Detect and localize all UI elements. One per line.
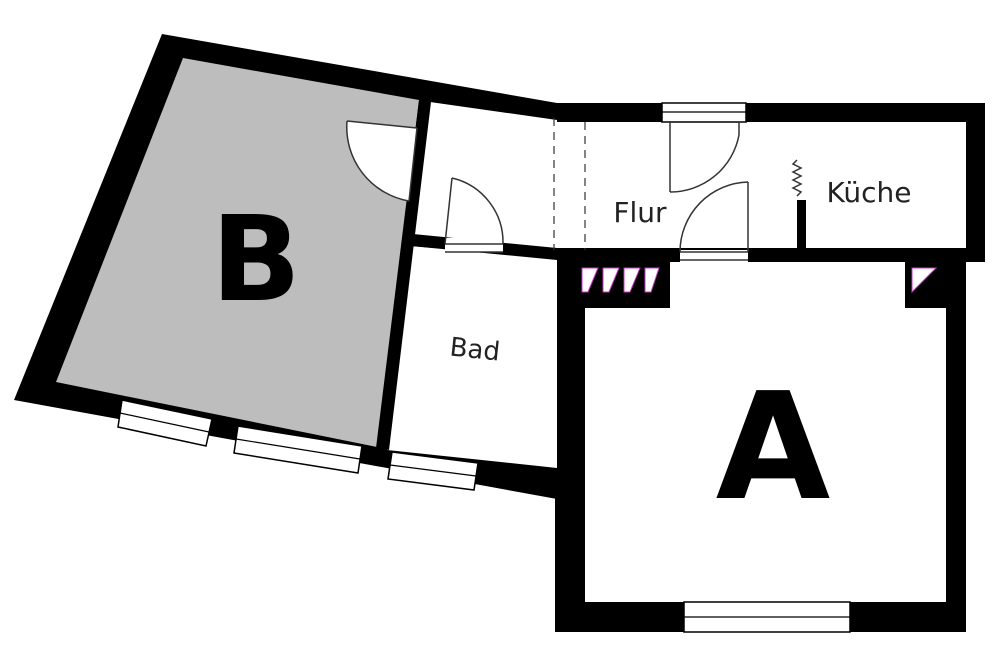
window-flur-top	[661, 102, 747, 123]
room-a-upper-strip	[670, 262, 905, 308]
inner-hall-floor	[413, 102, 557, 250]
floors	[56, 58, 966, 602]
room-a-niches	[575, 262, 946, 308]
room-b-floor	[56, 58, 419, 447]
kitchen-stove-icon	[791, 159, 803, 197]
window-room-a	[683, 601, 851, 633]
windows	[117, 102, 851, 633]
room-a-floor	[585, 308, 946, 602]
opening-hall-flur	[553, 118, 586, 250]
door-bad	[444, 177, 504, 253]
partition-b-hall	[376, 100, 431, 450]
doors	[346, 120, 749, 262]
door-flur-top	[669, 122, 740, 193]
label-kueche: Küche	[826, 176, 911, 209]
window-b-right	[233, 425, 363, 474]
labels: B A Bad Flur Küche	[211, 176, 912, 533]
partition-kueche-stub	[797, 200, 806, 248]
room-bad-floor	[387, 246, 557, 468]
label-bad: Bad	[448, 332, 501, 367]
label-flur: Flur	[613, 196, 667, 229]
door-room-b	[346, 120, 418, 202]
corridor-floor	[555, 122, 966, 248]
chimney-flues-left	[581, 267, 660, 293]
chimney-flue-right	[911, 267, 938, 294]
window-b-left	[117, 399, 213, 447]
window-bad	[387, 451, 479, 491]
label-room-a: A	[716, 361, 831, 533]
label-room-b: B	[211, 190, 301, 328]
door-room-a	[679, 181, 749, 262]
